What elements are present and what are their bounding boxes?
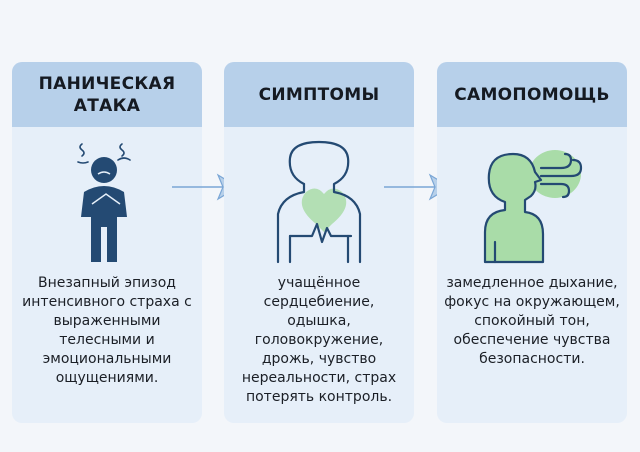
card-panic-attack: ПАНИЧЕСКАЯ АТАКА Внезапный эпизод интенс… — [12, 62, 202, 423]
card-title: СИМПТОМЫ — [224, 62, 414, 127]
card-self-help: САМОПОМОЩЬ замедленное дыхание, фокус на… — [437, 62, 627, 423]
card-description: Внезапный эпизод интенсивного страха с в… — [22, 275, 192, 386]
card-title: САМОПОМОЩЬ — [437, 62, 627, 127]
breathing-person-icon — [483, 150, 583, 264]
card-description: учащённое сердцебиение, одышка, головокр… — [241, 275, 397, 405]
card-symptoms: СИМПТОМЫ учащённое сердцебиение, одышка,… — [224, 62, 414, 423]
body-heartbeat-icon — [276, 140, 362, 264]
card-description: замедленное дыхание, фокус на окружающем… — [444, 275, 620, 367]
distressed-person-icon — [77, 143, 131, 262]
card-title: ПАНИЧЕСКАЯ АТАКА — [12, 62, 202, 127]
